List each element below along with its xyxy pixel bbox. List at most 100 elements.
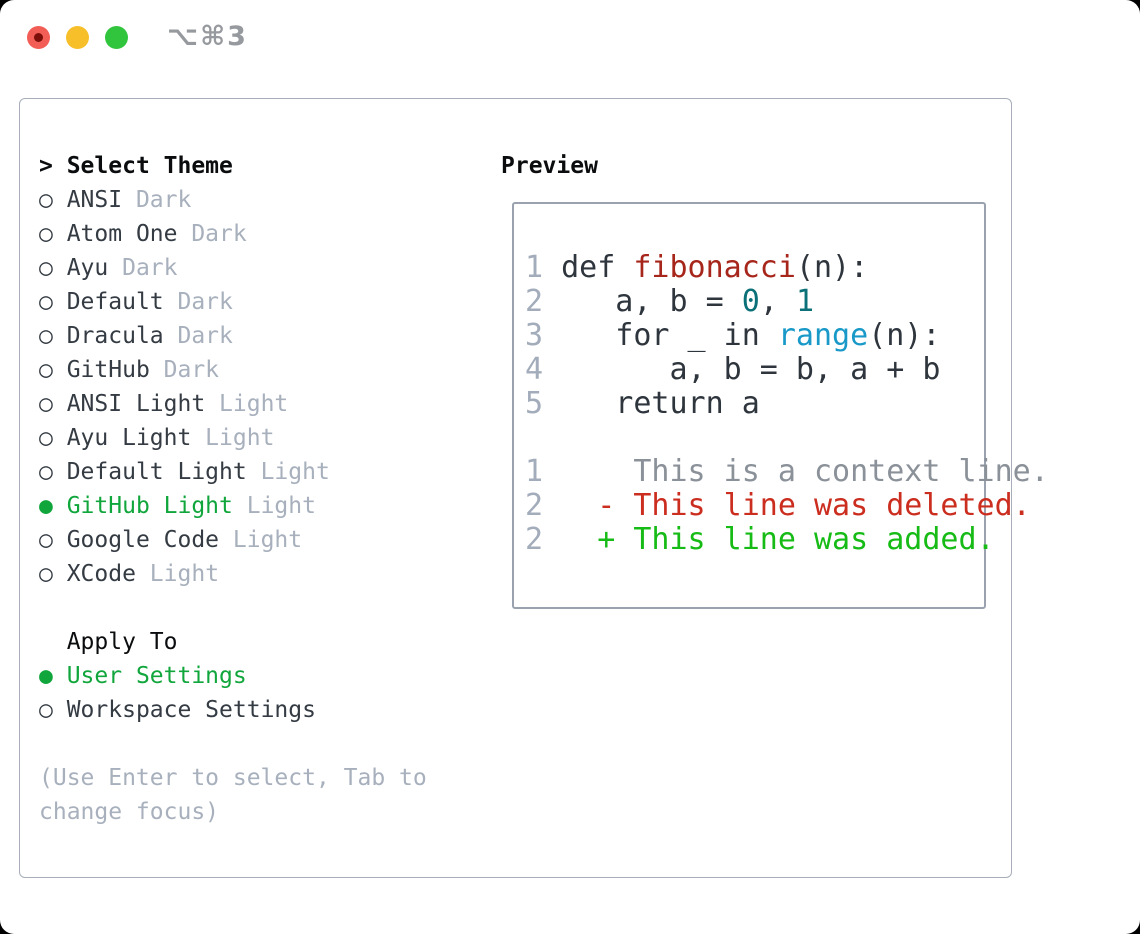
hint-line: (Use Enter to select, Tab to (39, 765, 427, 791)
code-line: 3 for _ in range(n): (525, 319, 984, 353)
radio-selected-icon: ● (39, 493, 67, 519)
radio-selected-icon: ● (39, 663, 67, 689)
theme-option[interactable]: ○ XCode Light (39, 557, 330, 591)
radio-icon: ○ (39, 459, 67, 485)
radio-icon: ○ (39, 323, 67, 349)
theme-option[interactable]: ○ Ayu Light Light (39, 421, 330, 455)
theme-option[interactable]: ○ Default Light Light (39, 455, 330, 489)
preview-header: Preview (501, 153, 598, 179)
apply-to-section: Apply To ● User Settings○ Workspace Sett… (39, 625, 316, 727)
theme-picker-header: > Select Theme (39, 149, 330, 183)
hint-line: change focus) (39, 799, 220, 825)
theme-name: Default (66, 289, 164, 315)
code-line: 2 - This line was deleted. (525, 488, 1031, 523)
code-line: 2 + This line was added. (525, 523, 995, 557)
line-number: 2 (525, 284, 544, 319)
radio-icon: ○ (39, 255, 67, 281)
radio-icon: ○ (39, 425, 67, 451)
code-token: range (777, 318, 869, 353)
code-token: return a (543, 386, 760, 421)
theme-option[interactable]: ○ Default Dark (39, 285, 330, 319)
radio-icon: ○ (39, 391, 67, 417)
code-token: a, b = b, a + b (543, 352, 941, 387)
line-number: 1 (525, 250, 562, 285)
theme-name: GitHub Light (66, 493, 233, 519)
theme-picker-title: Select Theme (66, 153, 233, 179)
theme-list: ○ ANSI Dark○ Atom One Dark○ Ayu Dark○ De… (39, 183, 330, 591)
code-token: - This line was deleted. (543, 488, 1031, 523)
titlebar: ⌥⌘3 (0, 0, 1140, 75)
code-token: , (759, 284, 796, 319)
apply-to-option[interactable]: ○ Workspace Settings (39, 693, 316, 727)
theme-option[interactable]: ○ Atom One Dark (39, 217, 330, 251)
theme-option[interactable]: ○ GitHub Dark (39, 353, 330, 387)
code-token: a, b = (543, 284, 742, 319)
code-token: fibonacci (633, 250, 796, 285)
radio-icon: ○ (39, 289, 67, 315)
radio-icon: ○ (39, 527, 67, 553)
theme-name: ANSI (66, 187, 123, 213)
main-panel: > Select Theme ○ ANSI Dark○ Atom One Dar… (19, 98, 1049, 878)
code-token: + This line was added. (543, 522, 995, 557)
theme-variant: Light (219, 527, 303, 553)
radio-icon: ○ (39, 357, 67, 383)
theme-name: XCode (66, 561, 136, 587)
theme-option[interactable]: ● GitHub Light Light (39, 489, 330, 523)
theme-variant: Light (191, 425, 275, 451)
line-number: 1 (525, 454, 544, 489)
theme-variant: Dark (177, 221, 247, 247)
code-line (525, 421, 984, 455)
theme-variant: Dark (149, 357, 220, 383)
theme-variant: Light (246, 459, 330, 485)
theme-option[interactable]: ○ Google Code Light (39, 523, 330, 557)
line-number: 5 (525, 386, 544, 421)
apply-to-label: User Settings (66, 663, 247, 689)
theme-name: GitHub (66, 357, 150, 383)
theme-picker: > Select Theme ○ ANSI Dark○ Atom One Dar… (39, 149, 330, 591)
line-number: 4 (525, 352, 544, 387)
code-line: 4 a, b = b, a + b (525, 353, 984, 387)
line-number: 2 (525, 488, 544, 523)
theme-variant: Light (232, 493, 316, 519)
close-dot-icon (34, 33, 43, 42)
code-token: def (561, 250, 634, 285)
window-title: ⌥⌘3 (167, 21, 248, 52)
theme-option[interactable]: ○ Ayu Dark (39, 251, 330, 285)
code-token: This is a context line. (543, 454, 1049, 489)
radio-icon: ○ (39, 221, 67, 247)
theme-variant: Light (205, 391, 289, 417)
minimize-button[interactable] (66, 26, 89, 49)
code-token: 1 (795, 284, 814, 319)
theme-name: ANSI Light (66, 391, 206, 417)
theme-variant: Dark (163, 323, 233, 349)
code-token: for _ in (543, 318, 778, 353)
zoom-button[interactable] (105, 26, 128, 49)
theme-name: Google Code (66, 527, 220, 553)
hint-text: (Use Enter to select, Tab to change focus… (39, 761, 427, 829)
theme-name: Ayu (66, 255, 109, 281)
theme-variant: Dark (122, 187, 192, 213)
theme-variant: Light (135, 561, 220, 587)
theme-name: Dracula (66, 323, 164, 349)
line-number: 3 (525, 318, 544, 353)
code-line: 2 a, b = 0, 1 (525, 285, 984, 319)
code-token: 0 (741, 284, 760, 319)
theme-option[interactable]: ○ ANSI Dark (39, 183, 330, 217)
apply-to-label: Workspace Settings (66, 697, 316, 723)
theme-name: Atom One (66, 221, 178, 247)
code-line: 1 This is a context line. (525, 454, 1049, 489)
radio-icon: ○ (39, 187, 67, 213)
theme-variant: Dark (163, 289, 233, 315)
apply-to-list: ● User Settings○ Workspace Settings (39, 659, 316, 727)
apply-to-option[interactable]: ● User Settings (39, 659, 316, 693)
theme-option[interactable]: ○ Dracula Dark (39, 319, 330, 353)
code-token: (n): (795, 250, 869, 285)
theme-variant: Dark (108, 255, 178, 281)
radio-icon: ○ (39, 561, 67, 587)
theme-name: Ayu Light (66, 425, 192, 451)
theme-option[interactable]: ○ ANSI Light Light (39, 387, 330, 421)
close-button[interactable] (27, 26, 50, 49)
radio-icon: ○ (39, 697, 67, 723)
